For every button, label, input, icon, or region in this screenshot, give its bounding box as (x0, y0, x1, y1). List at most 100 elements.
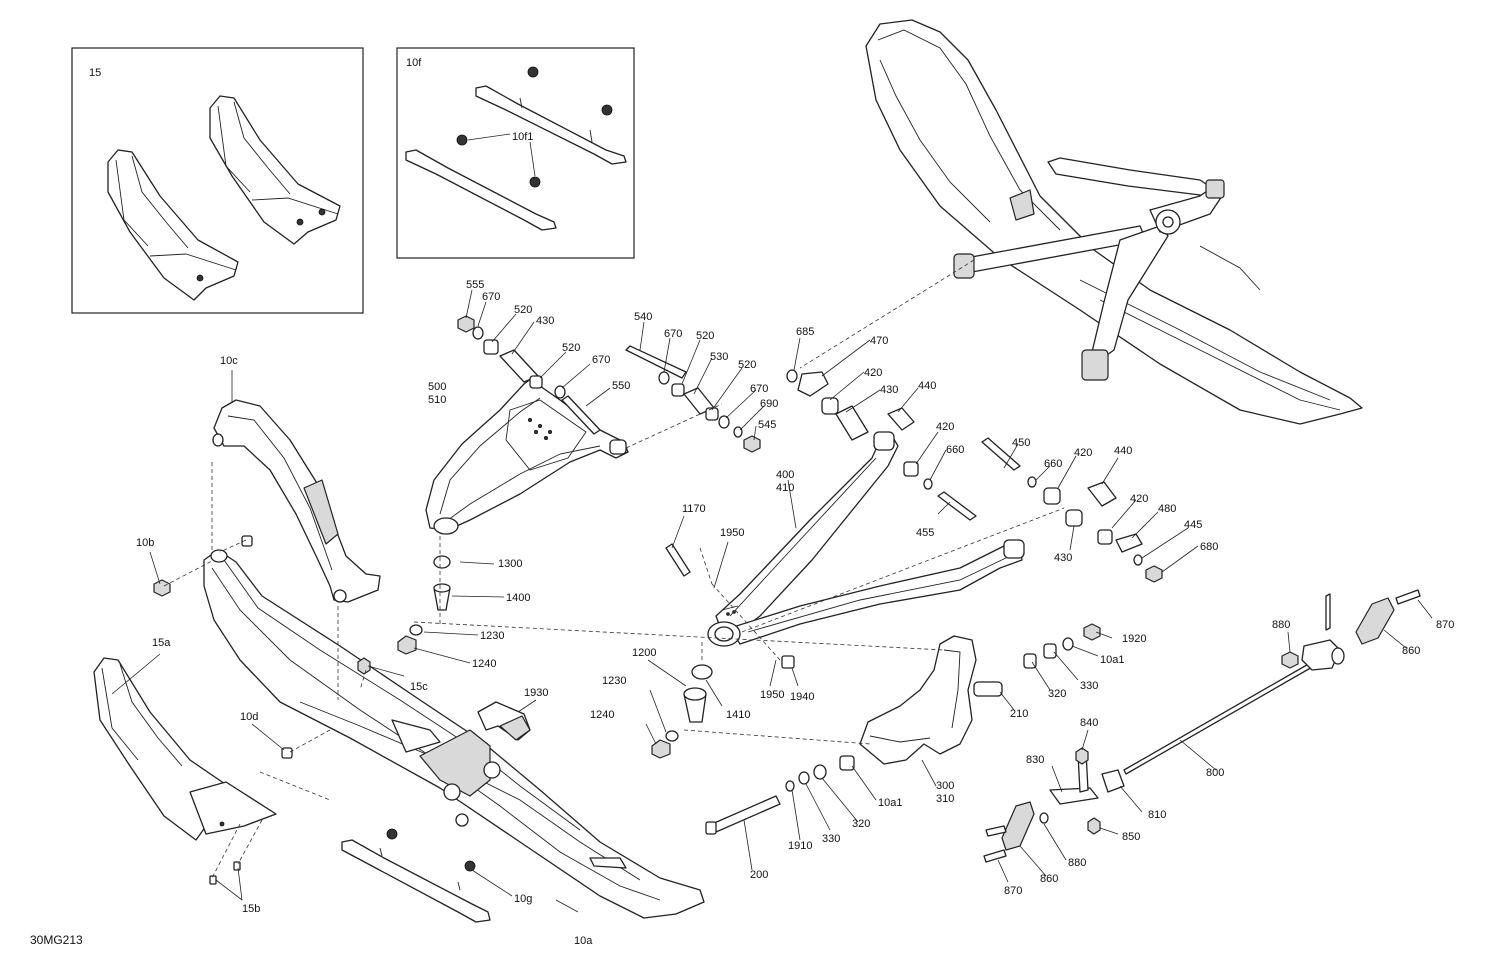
callout: 330 (1080, 680, 1098, 692)
leader-lines (111, 289, 1433, 913)
callout: 440 (1114, 445, 1132, 457)
callout: 1240 (590, 709, 614, 721)
callout: 860 (1040, 873, 1058, 885)
callout: 470 (870, 335, 888, 347)
callout: 430 (536, 315, 554, 327)
small-fasteners (153, 535, 371, 885)
assembled-ski-right (865, 19, 1363, 425)
callout: 860 (1402, 645, 1420, 657)
callout: 520 (696, 330, 714, 342)
callout: 420 (864, 367, 882, 379)
callout: 10d (240, 711, 258, 723)
callout: 685 (796, 326, 814, 338)
callout: 420 (936, 421, 954, 433)
steering-linkage (983, 589, 1421, 863)
callout: 1300 (498, 558, 522, 570)
ski-guard-inset-right (209, 95, 341, 245)
callout: 880 (1068, 857, 1086, 869)
callout: 690 (760, 398, 778, 410)
ski-guard-15a (93, 657, 277, 841)
callout: 430 (1054, 552, 1072, 564)
diagram-code: 30MG213 (30, 933, 83, 947)
callout: 530 (710, 351, 728, 363)
lower-a-arm (707, 431, 1025, 647)
callout: 520 (562, 342, 580, 354)
callout: 1410 (726, 709, 750, 721)
callout: 1940 (790, 691, 814, 703)
ski-handle (212, 399, 381, 603)
callout: 520 (738, 359, 756, 371)
upper-a-arm (425, 377, 629, 535)
callout: 800 (1206, 767, 1224, 779)
callout: 555 (466, 279, 484, 291)
inset-label-15: 15 (89, 67, 101, 79)
callout: 480 (1158, 503, 1176, 515)
callout: 320 (852, 818, 870, 830)
callout: 1950 (720, 527, 744, 539)
callout: 440 (918, 380, 936, 392)
callout: 450 (1012, 437, 1030, 449)
ball-joint-stack (397, 555, 713, 759)
callout: 10a1 (878, 797, 902, 809)
callout: 1200 (632, 647, 656, 659)
callout: 430 (880, 384, 898, 396)
callout: 550 (612, 380, 630, 392)
callout: 445 (1184, 519, 1202, 531)
callout: 10f1 (512, 131, 533, 143)
callout: 210 (1010, 708, 1028, 720)
spindle (705, 623, 1101, 835)
ski-main-left (203, 549, 705, 919)
callout: 200 (750, 869, 768, 881)
callout: 660 (1044, 458, 1062, 470)
callout: 10a (574, 935, 593, 947)
callout: 545 (758, 419, 776, 431)
callout: 1400 (506, 592, 530, 604)
assembly-lines (163, 259, 1065, 879)
callout: 10a1 (1100, 654, 1124, 666)
callout: 15c (410, 681, 428, 693)
ski-guard-inset-left (107, 149, 239, 301)
callout: 10g (514, 893, 532, 905)
callout: 1930 (524, 687, 548, 699)
callout: 1910 (788, 840, 812, 852)
callout: 15a (152, 637, 171, 649)
callout: 660 (946, 444, 964, 456)
callout: 420 (1074, 447, 1092, 459)
callout: 670 (482, 291, 500, 303)
runner-inset-upper (475, 66, 627, 165)
lower-arm-hardware (665, 369, 1163, 669)
callout: 880 (1272, 619, 1290, 631)
callout: 420 (1130, 493, 1148, 505)
callout: 1230 (480, 630, 504, 642)
callout: 455 (916, 527, 934, 539)
callout: 400 (776, 469, 794, 481)
callout: 680 (1200, 541, 1218, 553)
bumper-1930 (477, 701, 531, 741)
callout: 510 (428, 394, 446, 406)
callout: 520 (514, 304, 532, 316)
callout: 850 (1122, 831, 1140, 843)
callout: 670 (664, 328, 682, 340)
callout: 10c (220, 355, 238, 367)
inset-box-10f (396, 47, 635, 259)
callout: 1240 (472, 658, 496, 670)
callout: 300 (936, 780, 954, 792)
callout: 870 (1004, 885, 1022, 897)
callout: 670 (592, 354, 610, 366)
callout: 320 (1048, 688, 1066, 700)
callout: 310 (936, 793, 954, 805)
callout: 870 (1436, 619, 1454, 631)
callout: 540 (634, 311, 652, 323)
callout: 330 (822, 833, 840, 845)
callout: 1950 (760, 689, 784, 701)
callout: 1170 (682, 503, 706, 515)
callout: 670 (750, 383, 768, 395)
callout: 840 (1080, 717, 1098, 729)
callout: 810 (1148, 809, 1166, 821)
callout: 410 (776, 482, 794, 494)
runner-10g (341, 828, 491, 923)
inset-label-10f: 10f (406, 57, 422, 69)
callout-labels: 15 10f 555 670 520 430 520 670 550 540 6… (30, 57, 1454, 947)
callout: 1920 (1122, 633, 1146, 645)
